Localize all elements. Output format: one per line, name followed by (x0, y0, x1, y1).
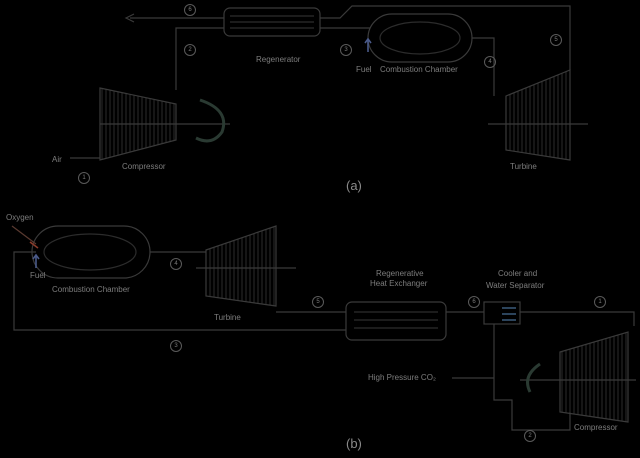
pipe-b-1 (520, 311, 635, 326)
label-hp-co2: High Pressure CO₂ (368, 373, 437, 382)
state-a-2: 2 (184, 44, 196, 56)
state-b-1: 1 (594, 296, 606, 308)
label-cooler-2: Water Separator (486, 281, 545, 290)
state-b-5: 5 (312, 296, 324, 308)
regenerator-a (223, 7, 321, 37)
label-turbine-a: Turbine (510, 162, 537, 171)
label-compressor-b: Compressor (574, 423, 618, 432)
pipe-b-2 (493, 324, 571, 431)
label-turbine-b: Turbine (214, 313, 241, 322)
compressor-b (559, 331, 629, 423)
state-b-3: 3 (170, 340, 182, 352)
state-a-4: 4 (484, 56, 496, 68)
state-b-4: 4 (170, 258, 182, 270)
pipe-a-5 (320, 5, 571, 70)
label-air: Air (52, 155, 62, 164)
label-compressor-a: Compressor (122, 162, 166, 171)
label-combustion-chamber-a: Combustion Chamber (380, 65, 458, 74)
label-oxygen: Oxygen (6, 213, 34, 222)
pipe-b-3 (13, 251, 346, 331)
pipe-a-4 (472, 37, 495, 96)
caption-a: (a) (346, 178, 362, 193)
caption-b: (b) (346, 436, 362, 451)
state-b-2: 2 (524, 430, 536, 442)
fuel-arrow-b (32, 253, 40, 268)
label-fuel-b: Fuel (30, 271, 46, 280)
label-regenerator: Regenerator (256, 55, 301, 64)
label-cooler-1: Cooler and (498, 269, 538, 278)
cooler-separator (483, 301, 521, 325)
state-a-6: 6 (184, 4, 196, 16)
state-b-6: 6 (468, 296, 480, 308)
combustion-chamber-a (367, 13, 473, 63)
pipe-a-2 (175, 27, 224, 90)
regen-heat-exchanger (345, 301, 447, 341)
label-combustion-chamber-b: Combustion Chamber (52, 285, 130, 294)
oxygen-arrow (29, 241, 39, 249)
turbine-a (505, 69, 571, 161)
state-a-1: 1 (78, 172, 90, 184)
cooler-coil-icon (502, 307, 516, 321)
state-a-5: 5 (550, 34, 562, 46)
oxygen-inlet (11, 225, 37, 245)
turbine-b (205, 225, 277, 307)
state-a-3: 3 (340, 44, 352, 56)
label-regen-2: Heat Exchanger (370, 279, 428, 288)
fuel-arrow-a (364, 37, 372, 52)
label-fuel-a: Fuel (356, 65, 372, 74)
label-regen-1: Regenerative (376, 269, 424, 278)
